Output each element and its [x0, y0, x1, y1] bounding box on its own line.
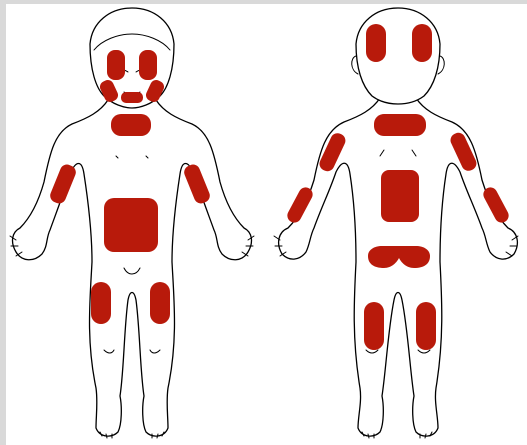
body-diagram [6, 4, 527, 445]
site-back-upper-back [374, 114, 426, 136]
site-back-left-thigh [416, 302, 436, 350]
site-front-left-thigh [150, 282, 170, 324]
front-body-outline [13, 100, 252, 436]
site-back-left-scalp [412, 24, 432, 62]
site-back-right-thigh [364, 302, 384, 350]
site-front-right-thigh [91, 282, 111, 324]
back-figure [274, 8, 518, 438]
site-front-chin [121, 92, 143, 103]
site-front-forehead-left [107, 50, 125, 80]
front-figure [10, 8, 254, 438]
site-back-lower-back [381, 170, 419, 222]
site-front-chest [111, 114, 151, 136]
site-front-abdomen [104, 198, 158, 252]
body-diagram-svg [6, 4, 527, 445]
site-back-right-scalp [366, 24, 386, 62]
back-body-outline [279, 98, 518, 436]
site-front-forehead-right [139, 50, 157, 80]
